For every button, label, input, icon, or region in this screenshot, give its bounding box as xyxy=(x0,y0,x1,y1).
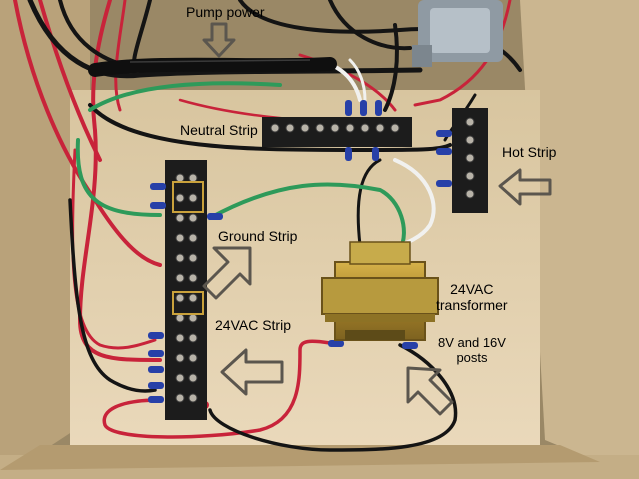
pump-power-label: Pump power xyxy=(186,4,265,20)
ground-strip-label: Ground Strip xyxy=(218,228,298,244)
neutral-terminal-strip xyxy=(262,117,412,147)
posts-label: 8V and 16V posts xyxy=(438,335,506,366)
blue-crimp-connectors xyxy=(148,100,452,403)
hot-strip-label: Hot Strip xyxy=(502,144,557,160)
green-white-wires xyxy=(75,58,436,252)
hot-terminal-strip xyxy=(452,108,488,213)
transformer-label: 24VAC transformer xyxy=(436,281,508,313)
box-left-wall xyxy=(0,0,90,479)
24vac-strip-label: 24VAC Strip xyxy=(215,317,291,333)
transformer-label-line2: transformer xyxy=(436,297,508,314)
posts-label-line2: posts xyxy=(456,349,488,365)
left-arrow-icon xyxy=(498,168,552,206)
box-right-wall xyxy=(520,0,639,479)
left-arrow-icon-24vac xyxy=(220,348,284,396)
posts-label-line1: 8V and 16V xyxy=(438,335,506,350)
down-arrow-icon xyxy=(202,22,236,58)
up-left-arrow-icon-posts xyxy=(406,366,454,416)
ground-and-24vac-terminal-strip xyxy=(165,160,207,420)
up-right-arrow-icon-ground xyxy=(202,246,252,300)
grey-outlet-box xyxy=(412,0,503,67)
transformer-label-line1: 24VAC xyxy=(450,281,494,297)
pump-power-cable xyxy=(88,57,337,77)
neutral-strip-label: Neutral Strip xyxy=(180,122,258,138)
24vac-transformer xyxy=(321,241,439,341)
